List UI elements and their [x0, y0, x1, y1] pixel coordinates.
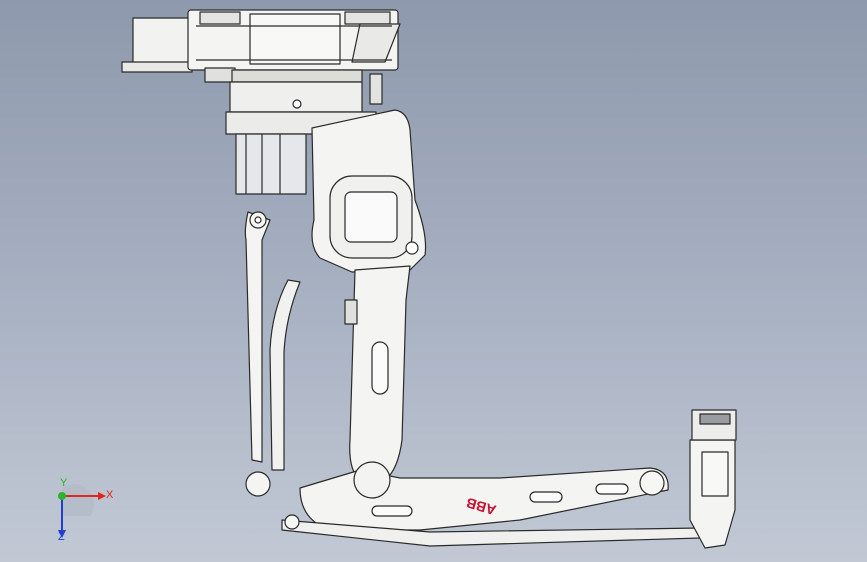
- lower-link-pin: [284, 514, 300, 530]
- shoulder-housing[interactable]: [311, 109, 427, 273]
- forearm-slot: [595, 483, 629, 495]
- triad-plane: [62, 484, 94, 516]
- base-foot: [204, 67, 236, 83]
- z-axis-label: Z: [58, 531, 65, 543]
- base-motor-cap: [121, 61, 193, 73]
- elbow-joint: [353, 461, 391, 499]
- x-axis-head: [98, 492, 106, 500]
- base-flange-detail: [344, 11, 391, 25]
- y-axis-dot: [58, 492, 66, 500]
- wrist-assembly[interactable]: [689, 409, 737, 549]
- x-axis-label: X: [106, 489, 114, 501]
- y-axis-label: Y: [60, 478, 68, 489]
- wrist-cover: [701, 451, 729, 497]
- turntable-bolt: [292, 99, 302, 109]
- base-ring: [231, 69, 363, 83]
- z-axis-head: [58, 530, 66, 538]
- wrist-pivot: [639, 470, 665, 496]
- link-pivot-pin: [254, 216, 262, 224]
- forearm-slot: [529, 491, 563, 503]
- upper-arm-bracket: [344, 299, 358, 325]
- base-flange-recess: [249, 13, 341, 65]
- upper-arm-slot: [371, 341, 389, 395]
- tool-flange: [699, 413, 731, 425]
- axis2-motor: [235, 133, 307, 195]
- forearm[interactable]: ABB: [299, 461, 669, 531]
- lower-link[interactable]: [245, 471, 701, 547]
- base-flange-detail: [199, 11, 241, 25]
- upper-arm[interactable]: [344, 265, 411, 481]
- counter-link: [269, 279, 301, 471]
- robot-base-assembly[interactable]: [121, 9, 401, 105]
- coordinate-triad: X Z Y: [58, 478, 114, 543]
- shoulder-bolt: [405, 241, 419, 255]
- shoulder-joint-face: [344, 191, 398, 243]
- forearm-slot: [371, 505, 413, 517]
- link-pivot-bottom: [245, 471, 271, 497]
- base-bracket: [351, 23, 401, 63]
- parallel-link-rod: [244, 211, 271, 463]
- cable-fitting: [369, 73, 383, 105]
- parallel-link[interactable]: [244, 211, 301, 471]
